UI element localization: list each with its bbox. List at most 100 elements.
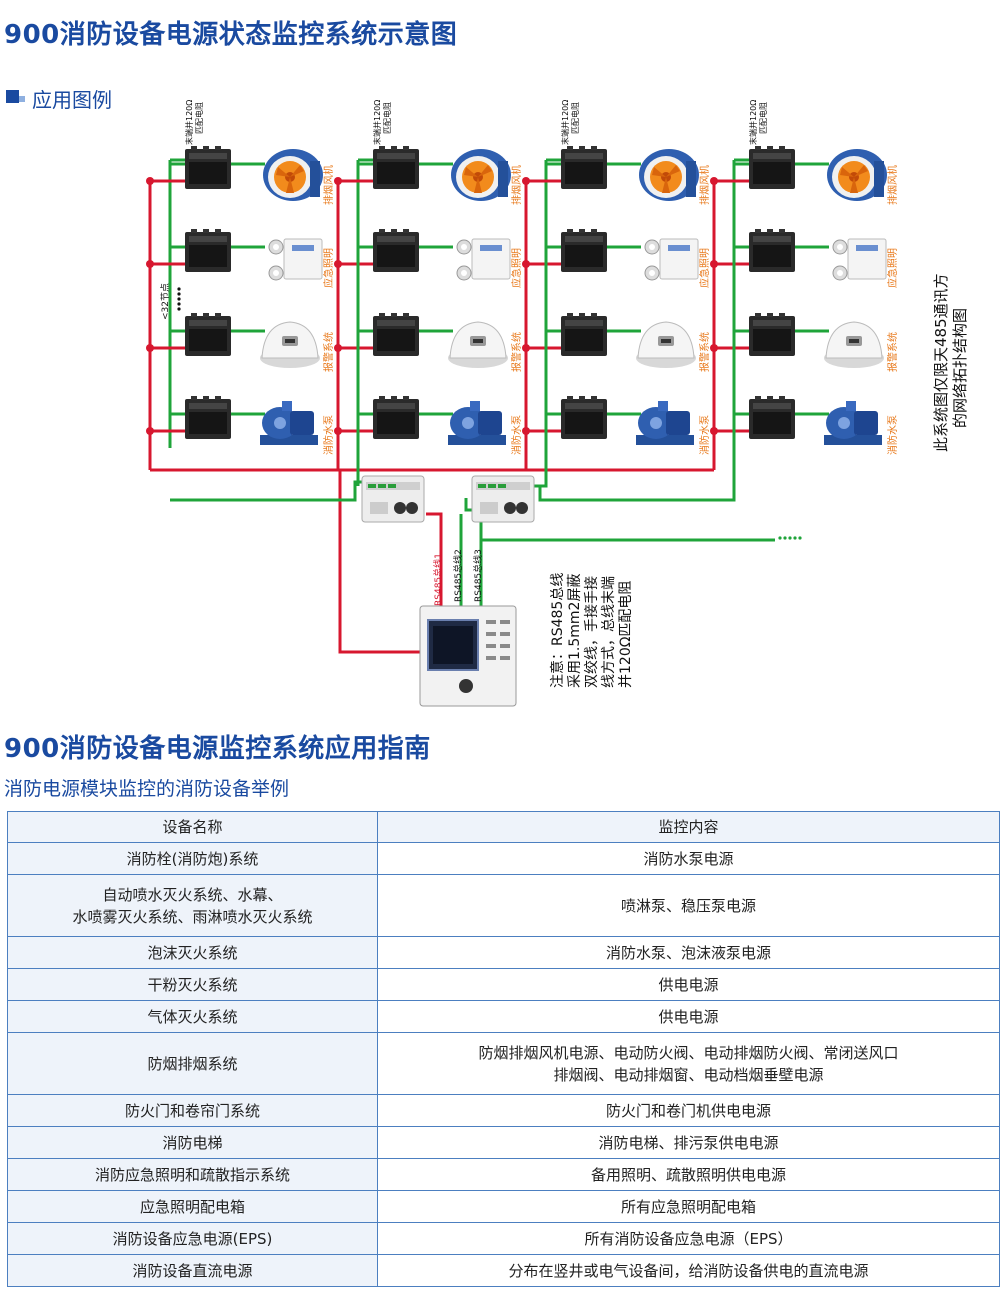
device-label: 应急照明 — [510, 248, 523, 288]
terminal-resistor-label: 末端并120Ω — [184, 100, 194, 145]
monitor-host-icon — [419, 605, 517, 707]
water-pump-icon — [824, 401, 882, 445]
device-label: 报警系统 — [322, 332, 335, 372]
power-module-icon — [373, 229, 419, 272]
device-label: 应急照明 — [886, 248, 899, 288]
monitor-content-cell: 所有消防设备应急电源（EPS） — [377, 1222, 1000, 1255]
monitor-content-cell: 消防电梯、排污泵供电电源 — [377, 1126, 1000, 1159]
table-header-row: 设备名称 监控内容 — [7, 811, 1000, 843]
monitor-content-cell: 喷淋泵、稳压泵电源 — [377, 874, 1000, 937]
terminal-resistor-label: 末端并120Ω — [560, 100, 570, 145]
device-name-cell: 应急照明配电箱 — [7, 1190, 378, 1223]
device-label: 排烟风机 — [322, 165, 335, 205]
terminal-resistor-label: 末端并120Ω — [748, 100, 758, 145]
power-module-icon — [185, 313, 231, 356]
device-name-cell: 自动喷水灭火系统、水幕、 水喷雾灭火系统、雨淋喷水灭火系统 — [7, 874, 378, 937]
power-module-icon — [185, 229, 231, 272]
device-label: 报警系统 — [510, 332, 523, 372]
node-dots — [177, 287, 181, 311]
bus-label-1: RS485总线1 — [432, 553, 444, 606]
device-name-cell: 防烟排烟系统 — [7, 1032, 378, 1095]
monitor-content-cell: 防烟排烟风机电源、电动防火阀、电动排烟防火阀、常闭送风口 排烟阀、电动排烟窗、电… — [377, 1032, 1000, 1095]
monitor-content-cell: 防火门和卷门机供电电源 — [377, 1094, 1000, 1127]
bus-continuation-dots — [778, 536, 802, 540]
legend-label: 应用图例 — [32, 88, 112, 112]
monitor-content-cell: 备用照明、疏散照明供电电源 — [377, 1158, 1000, 1191]
terminal-resistor-label: 匹配电阻 — [570, 102, 580, 134]
table-row: 消防设备应急电源(EPS)所有消防设备应急电源（EPS） — [7, 1222, 1000, 1255]
device-name-cell: 干粉灭火系统 — [7, 968, 378, 1001]
diagram-title: 900消防设备电源状态监控系统示意图 — [4, 20, 458, 50]
device-label: 消防水泵 — [698, 415, 711, 455]
water-pump-icon — [636, 401, 694, 445]
monitor-content-cell: 供电电源 — [377, 968, 1000, 1001]
alarm-detector-icon — [447, 321, 509, 369]
device-label: 排烟风机 — [698, 165, 711, 205]
terminal-resistor-label: 末端并120Ω — [372, 100, 382, 145]
alarm-detector-icon — [823, 321, 885, 369]
device-label: 消防水泵 — [886, 415, 899, 455]
table-row: 泡沫灭火系统消防水泵、泡沫液泵电源 — [7, 936, 1000, 969]
guide-title: 900消防设备电源监控系统应用指南 — [4, 734, 431, 764]
legend-square-icon — [6, 90, 19, 103]
bus-note: 注意：RS485总线 采用1.5mm2屏蔽 双绞线，手接手接 线方式，总线末端 … — [549, 573, 634, 688]
topology-note-line-2: 的网络拓扑结构图 — [951, 308, 969, 428]
device-label: 消防水泵 — [510, 415, 523, 455]
table-row: 消防电梯消防电梯、排污泵供电电源 — [7, 1126, 1000, 1159]
emergency-light-icon — [268, 238, 323, 281]
device-name-cell: 泡沫灭火系统 — [7, 936, 378, 969]
device-label: 报警系统 — [886, 332, 899, 372]
guide-subtitle: 消防电源模块监控的消防设备举例 — [4, 778, 290, 800]
header-monitor-content: 监控内容 — [377, 811, 1000, 843]
power-module-icon — [561, 313, 607, 356]
power-module-icon — [373, 313, 419, 356]
device-name-cell: 消防设备应急电源(EPS) — [7, 1222, 378, 1255]
device-label: 应急照明 — [698, 248, 711, 288]
power-module-icon — [749, 396, 795, 439]
guide-table: 设备名称 监控内容 消防栓(消防炮)系统消防水泵电源自动喷水灭火系统、水幕、 水… — [7, 811, 1000, 1287]
bus-label-2: RS485总线2 — [452, 549, 464, 602]
repeater-icon — [361, 475, 425, 523]
table-row: 消防应急照明和疏散指示系统备用照明、疏散照明供电电源 — [7, 1158, 1000, 1191]
topology-note: 此系统图仅限天485通讯方 的网络拓扑结构图 — [932, 273, 969, 452]
power-module-icon — [561, 396, 607, 439]
device-name-cell: 消防电梯 — [7, 1126, 378, 1159]
legend-square-small-icon — [19, 96, 25, 102]
power-module-icon — [373, 396, 419, 439]
emergency-light-icon — [456, 238, 511, 281]
smoke-fan-icon — [827, 149, 887, 201]
power-module-icon — [561, 229, 607, 272]
power-module-icon — [749, 146, 795, 189]
table-row: 消防栓(消防炮)系统消防水泵电源 — [7, 842, 1000, 875]
device-label: 报警系统 — [698, 332, 711, 372]
smoke-fan-icon — [451, 149, 511, 201]
device-name-cell: 消防栓(消防炮)系统 — [7, 842, 378, 875]
alarm-detector-icon — [259, 321, 321, 369]
note-line-2: 采用1.5mm2屏蔽 — [567, 574, 583, 688]
power-module-icon — [185, 146, 231, 189]
table-row: 自动喷水灭火系统、水幕、 水喷雾灭火系统、雨淋喷水灭火系统喷淋泵、稳压泵电源 — [7, 874, 1000, 937]
header-device-name: 设备名称 — [7, 811, 378, 843]
topology-note-line-1: 此系统图仅限天485通讯方 — [932, 273, 950, 452]
monitor-content-cell: 消防水泵、泡沫液泵电源 — [377, 936, 1000, 969]
table-row: 防烟排烟系统防烟排烟风机电源、电动防火阀、电动排烟防火阀、常闭送风口 排烟阀、电… — [7, 1032, 1000, 1095]
power-module-icon — [749, 229, 795, 272]
note-line-4: 线方式，总线末端 — [601, 576, 617, 688]
water-pump-icon — [448, 401, 506, 445]
power-module-icon — [749, 313, 795, 356]
device-name-cell: 气体灭火系统 — [7, 1000, 378, 1033]
table-row: 干粉灭火系统供电电源 — [7, 968, 1000, 1001]
power-module-icon — [185, 396, 231, 439]
note-line-3: 双绞线，手接手接 — [583, 576, 600, 688]
smoke-fan-icon — [639, 149, 699, 201]
terminal-resistor-label: 匹配电阻 — [382, 102, 392, 134]
table-row: 消防设备直流电源分布在竖井或电气设备间，给消防设备供电的直流电源 — [7, 1254, 1000, 1287]
monitor-content-cell: 供电电源 — [377, 1000, 1000, 1033]
device-label: 消防水泵 — [322, 415, 335, 455]
terminal-resistor-label: 匹配电阻 — [194, 102, 204, 134]
table-row: 气体灭火系统供电电源 — [7, 1000, 1000, 1033]
note-line-1: 注意：RS485总线 — [549, 573, 566, 688]
device-name-cell: 防火门和卷帘门系统 — [7, 1094, 378, 1127]
monitor-content-cell: 消防水泵电源 — [377, 842, 1000, 875]
repeater-icon — [471, 475, 535, 523]
